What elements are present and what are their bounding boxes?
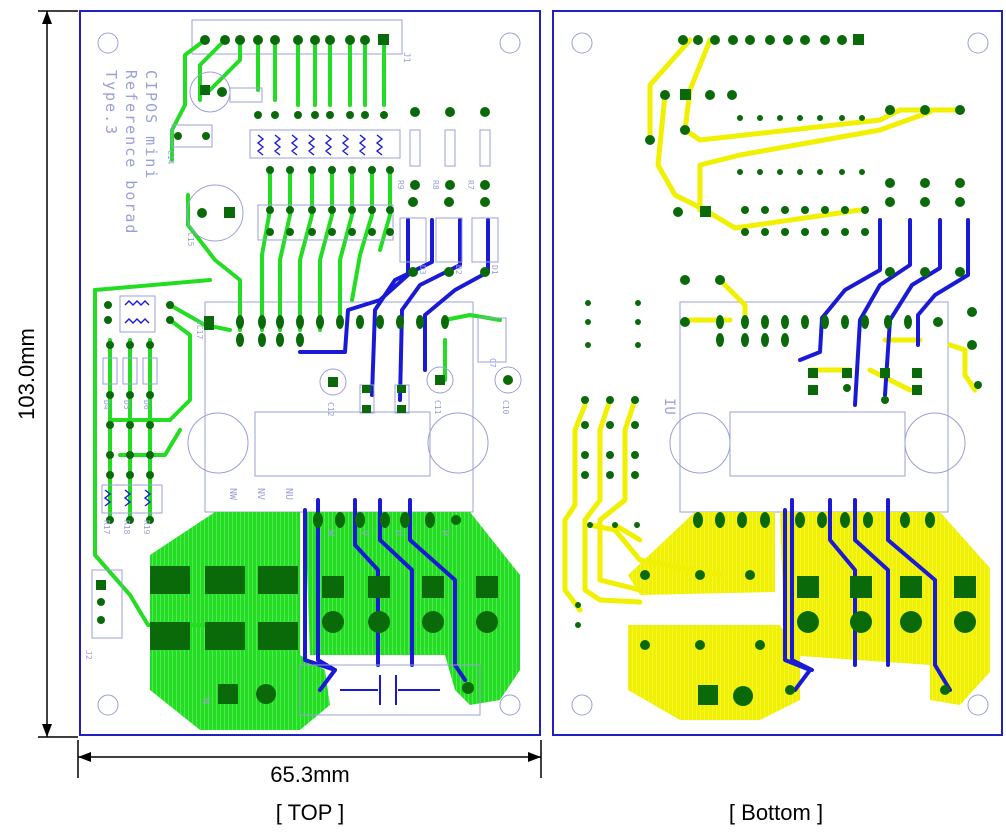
label-c15: C15 [186, 232, 195, 247]
ic17-pins [204, 315, 449, 347]
ipm-inner-outline [254, 411, 431, 477]
label-c7: C7 [488, 358, 497, 368]
cap-row-top [257, 204, 394, 241]
label-d3: D3 [418, 265, 427, 275]
label-d2: D2 [454, 265, 463, 275]
label-r17: R17 [102, 520, 111, 535]
bottom-copper-pours [628, 512, 990, 720]
connector-j1-label: J1 [401, 52, 411, 63]
mounting-hole [97, 694, 119, 716]
resistor-array-top [249, 111, 401, 174]
phase-label-p: P [439, 530, 450, 536]
phase-label-v: V [359, 530, 370, 536]
pcb-bottom-layer: IU [552, 10, 1003, 736]
diodes-d1-d3: D1 D2 D3 [399, 197, 499, 277]
label-d1: D1 [490, 265, 499, 275]
ipm-mount-circle [187, 412, 249, 474]
connector-j2-label: J2 [84, 650, 93, 660]
mounting-hole [967, 32, 989, 54]
top-blue-traces [298, 218, 490, 692]
label-c11: C11 [433, 400, 442, 415]
phase-label-u: U [393, 530, 404, 536]
label-d4: D4 [102, 400, 111, 410]
caption-top: [ TOP ] [276, 800, 344, 825]
label-r9: R9 [396, 180, 405, 190]
mounting-hole [97, 32, 119, 54]
phase-terminals-top [322, 576, 498, 694]
silk-title-line-2: Reference borad [122, 70, 140, 235]
resistors-r7-r9: R9 R8 R7 [396, 107, 491, 190]
width-dimension: 65.3mm [77, 740, 542, 787]
ipm-power-pins-top [313, 512, 461, 528]
silk-title-line-1: CIPOS mini [142, 70, 160, 180]
phase-label-nu: NU [283, 488, 294, 500]
top-copper-traces [93, 38, 502, 627]
height-dimension: 103.0mm [14, 10, 78, 738]
connector-j2: J2 [84, 569, 123, 660]
mounting-hole [967, 694, 989, 716]
silk-title-line-3: Type.3 [102, 70, 120, 136]
height-label: 103.0mm [14, 328, 39, 420]
label-r8: R8 [431, 180, 440, 190]
label-d5: D5 [122, 400, 131, 410]
top-silk-title: CIPOS mini Reference borad Type.3 [102, 70, 160, 235]
bottom-blue-traces [783, 218, 970, 692]
cap-c14-c15: C14 C15 [166, 71, 263, 247]
phase-label-nw: NW [227, 488, 238, 501]
label-n: N [200, 698, 211, 704]
phase-label-w: W [325, 530, 336, 537]
bottom-pads [575, 34, 982, 706]
width-label: 65.3mm [270, 762, 349, 787]
left-components: D4 D5 D6 R17 R18 R19 [101, 295, 214, 535]
bulk-capacitor-outline [299, 664, 481, 716]
j1-pads [200, 34, 389, 45]
ipm-mount-circle [427, 412, 489, 474]
label-c14: C14 [166, 150, 175, 165]
ipm-mount-circle [904, 412, 966, 474]
shunt-resistors [150, 566, 298, 704]
mounting-hole [571, 32, 593, 54]
mounting-hole [499, 694, 521, 716]
label-r7: R7 [466, 180, 475, 190]
label-ic17: IC17 [195, 320, 204, 339]
label-c10: C10 [501, 400, 510, 415]
bulk-capacitor-symbol [340, 675, 440, 705]
ipm-mount-circle [669, 412, 731, 474]
phase-label-nv: NV [255, 488, 266, 500]
mounting-hole [499, 32, 521, 54]
pcb-top-layer: CIPOS mini Reference borad Type.3 J1 [79, 10, 541, 736]
label-r18: R18 [122, 520, 131, 535]
label-c12: C12 [326, 402, 335, 417]
mounting-hole [571, 694, 593, 716]
bottom-module-label: IU [661, 398, 677, 415]
caption-bottom: [ Bottom ] [729, 800, 823, 825]
label-r19: R19 [142, 520, 151, 535]
phase-labels: NW NV NU W V U P N [200, 488, 450, 704]
label-d6: D6 [142, 400, 151, 410]
caps-c7-c12: C10 C11 C12 C7 [319, 317, 522, 417]
